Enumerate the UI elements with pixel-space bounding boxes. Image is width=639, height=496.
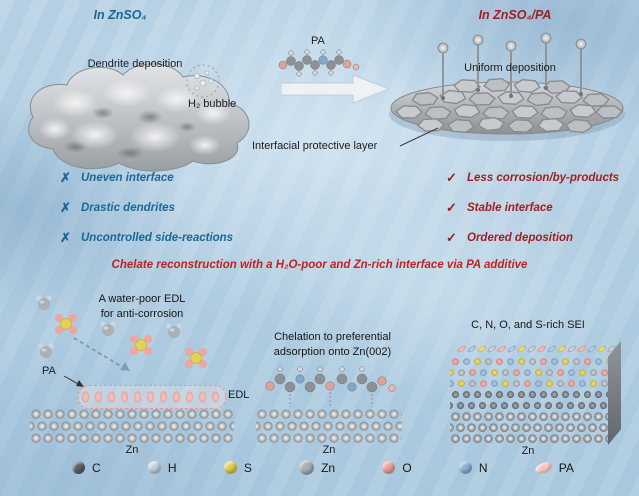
- pro-item: ✓ Ordered deposition: [446, 230, 619, 246]
- electrolyte-label-znso4: In ZnSO₄: [93, 8, 147, 22]
- water-molecule-icon: [36, 295, 182, 358]
- dendrite-deposition-label: Dendrite deposition: [87, 58, 183, 70]
- mechanism-banner: Chelate reconstruction with a H₂O-poor a…: [111, 259, 528, 271]
- legend-item-pa: PA: [533, 460, 574, 475]
- legend-item-c: C: [72, 461, 101, 475]
- con-label: Drastic dendrites: [81, 202, 175, 214]
- cross-icon: ✗: [60, 170, 71, 185]
- cross-icon: ✗: [60, 230, 71, 245]
- pa-layer-label: PA: [42, 365, 56, 377]
- pros-list: ✓ Less corrosion/by-products ✓ Stable in…: [446, 170, 619, 246]
- dendrite-surface-illustration: [28, 63, 250, 172]
- repulsion-arrow-icon: [73, 337, 130, 371]
- edl-layer: [78, 385, 226, 409]
- nitrogen-sphere-icon: [458, 461, 472, 474]
- legend-label: Zn: [321, 460, 336, 475]
- zn-row: [450, 434, 608, 445]
- con-label: Uneven interface: [81, 172, 174, 184]
- surface-pins: [442, 42, 582, 98]
- legend-label: N: [478, 460, 488, 475]
- sulfate-ion-icon: [55, 314, 207, 368]
- sei-top-face: [450, 341, 622, 357]
- zinc-sphere-icon: [299, 460, 315, 475]
- legend-item-zn: Zn: [299, 460, 335, 475]
- legend-label: C: [92, 460, 101, 475]
- con-item: ✗ Uneven interface: [60, 170, 233, 186]
- solvation-clusters-illustration: [36, 295, 207, 371]
- oxygen-sphere-icon: [382, 461, 396, 474]
- sei-inner-row: [450, 390, 608, 401]
- legend-item-h: H: [147, 460, 177, 475]
- sei-layer-row: [450, 379, 608, 390]
- edl-label: EDL: [228, 389, 250, 401]
- pa-pointer-arrow: [63, 375, 84, 387]
- h2-bubble-cluster-icon: [186, 64, 220, 98]
- zn-substrate-middle: [256, 409, 402, 445]
- check-icon: ✓: [446, 230, 457, 245]
- sei-layer-row: [450, 357, 608, 368]
- cross-icon: ✗: [60, 200, 71, 215]
- uniform-deposition-label: Uniform deposition: [464, 62, 556, 74]
- pro-item: ✓ Less corrosion/by-products: [446, 170, 619, 186]
- zn-label-left: Zn: [125, 444, 139, 456]
- sei-layer-row: [450, 368, 608, 379]
- sei-side-face: [608, 341, 621, 445]
- pa-shape-icon: [533, 460, 553, 475]
- sei-inner-row: [450, 401, 608, 412]
- zn-row: [450, 423, 608, 434]
- sei-panel-title: C, N, O, and S-rich SEI: [471, 319, 585, 331]
- pa-molecule-icon: [278, 49, 360, 77]
- pro-label: Less corrosion/by-products: [467, 172, 620, 184]
- legend-item-o: O: [382, 460, 412, 475]
- pro-item: ✓ Stable interface: [446, 200, 619, 216]
- legend-item-n: N: [458, 460, 488, 475]
- con-label: Uncontrolled side-reactions: [81, 232, 234, 244]
- carbon-sphere-icon: [72, 461, 85, 474]
- interfacial-layer-label: Interfacial protective layer: [252, 140, 378, 152]
- check-icon: ✓: [446, 170, 457, 185]
- con-item: ✗ Drastic dendrites: [60, 200, 233, 216]
- zn-substrate-left: [30, 409, 234, 445]
- adsorbed-pa-molecule-icon: [265, 366, 396, 407]
- zn-label-right: Zn: [521, 445, 535, 457]
- legend-label: S: [243, 460, 252, 475]
- legend-item-s: S: [223, 460, 252, 475]
- electrolyte-label-znso4-pa: In ZnSO₄/PA: [478, 8, 552, 22]
- legend-label: O: [402, 460, 412, 475]
- chelation-panel-title: Chelation to preferential adsorption ont…: [273, 331, 392, 358]
- check-icon: ✓: [446, 200, 457, 215]
- hydrogen-sphere-icon: [147, 461, 161, 474]
- edl-panel-title: A water-poor EDL for anti-corrosion: [98, 293, 186, 320]
- zn-row: [450, 412, 608, 423]
- pro-label: Stable interface: [467, 202, 553, 214]
- zn-label-middle: Zn: [322, 444, 336, 456]
- sulfur-sphere-icon: [223, 461, 237, 474]
- h2-bubble-label: H₂ bubble: [188, 98, 237, 110]
- legend-label: PA: [558, 460, 574, 475]
- pa-molecule-label: PA: [311, 35, 325, 47]
- uniform-deposition-illustration: [389, 32, 625, 141]
- interfacial-pointer-line: [399, 127, 439, 147]
- cons-list: ✗ Uneven interface ✗ Drastic dendrites ✗…: [60, 170, 233, 246]
- atom-legend: C H S Zn O N PA: [72, 460, 574, 475]
- transition-arrow-icon: [281, 74, 391, 104]
- legend-label: H: [167, 460, 177, 475]
- pro-label: Ordered deposition: [467, 232, 574, 244]
- con-item: ✗ Uncontrolled side-reactions: [60, 230, 233, 246]
- sei-front-face: [450, 357, 608, 445]
